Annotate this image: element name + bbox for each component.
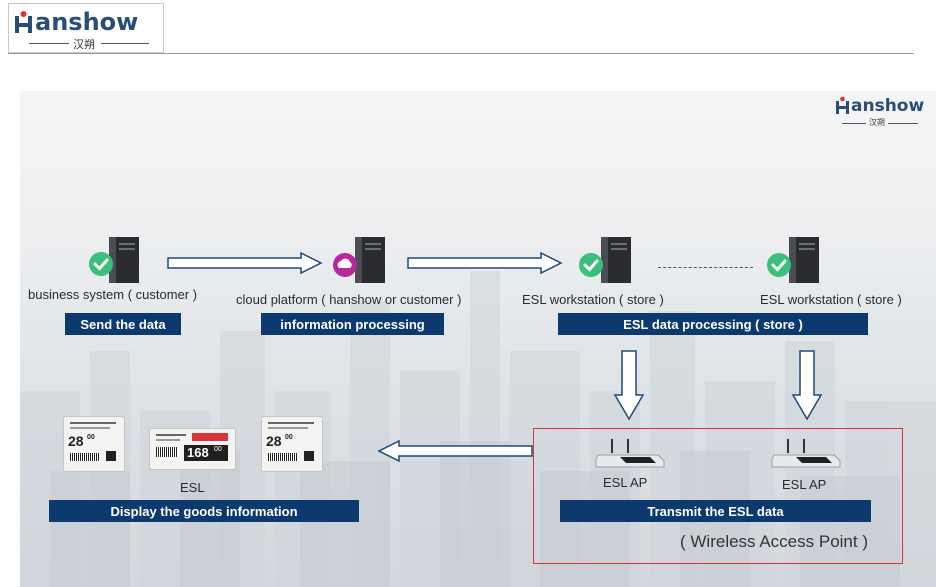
business-system-label: business system ( customer ) <box>28 287 198 302</box>
esl-ap-1-icon <box>595 439 665 468</box>
display-goods-information-bar: Display the goods information <box>49 500 359 522</box>
arrow-down-1-icon <box>613 350 645 421</box>
esl-left-barcode <box>70 453 100 461</box>
business-server-icon <box>89 237 139 283</box>
esl-middle-red-banner <box>192 433 228 441</box>
cloud-server-icon <box>333 237 385 283</box>
cloud-platform-label: cloud platform ( hanshow or customer ) <box>236 292 462 307</box>
transmit-esl-data-bar: Transmit the ESL data <box>560 500 871 522</box>
esl-middle-price-panel: 168 00 <box>184 445 228 461</box>
esl-left-qr <box>106 451 116 461</box>
esl-right-barcode <box>268 453 298 461</box>
send-the-data-bar: Send the data <box>65 313 181 335</box>
esl-middle-price-decimal: 00 <box>214 446 222 453</box>
esl-tag-right: 28 00 <box>261 416 323 472</box>
access-point-group-box <box>533 428 903 564</box>
header-divider <box>8 53 914 54</box>
esl-left-price-decimal: 00 <box>87 434 95 441</box>
logo-rule-left <box>29 43 69 44</box>
esl-ap-2-icon <box>771 439 841 468</box>
esl-workstation-1-icon <box>579 237 631 283</box>
slide-logo-rule-left <box>842 123 866 124</box>
slide-logo-rule-right <box>888 123 918 124</box>
logo-h-icon <box>15 11 32 33</box>
esl-workstation-2-icon <box>767 237 819 283</box>
logo-wordmark: anshow <box>35 8 139 36</box>
workstation-link-dashed <box>658 267 753 268</box>
esl-ap-1-label: ESL AP <box>603 475 648 490</box>
logo-rule-right <box>101 43 149 44</box>
arrow-right-2-icon <box>407 251 563 275</box>
slide-logo-h-icon <box>836 96 849 114</box>
esl-ap-2-label: ESL AP <box>782 477 827 492</box>
esl-middle-barcode <box>156 447 178 457</box>
esl-tag-middle: 168 00 <box>149 428 236 470</box>
slide-logo-subtitle: 汉朔 <box>869 118 885 127</box>
information-processing-bar: information processing <box>261 313 444 335</box>
slide-logo-wordmark: anshow <box>851 96 925 116</box>
esl-right-price: 28 <box>266 433 282 449</box>
esl-tag-left: 28 00 <box>63 416 125 472</box>
wireless-access-point-note: ( Wireless Access Point ) <box>680 532 868 551</box>
esl-workstation-1-label: ESL workstation ( store ) <box>522 292 664 307</box>
esl-data-processing-bar: ESL data processing ( store ) <box>558 313 868 335</box>
logo-subtitle: 汉朔 <box>73 38 95 51</box>
esl-left-price: 28 <box>68 433 84 449</box>
arrow-right-1-icon <box>167 251 323 275</box>
esl-middle-price: 168 <box>187 445 209 460</box>
esl-workstation-2-label: ESL workstation ( store ) <box>760 292 902 307</box>
header-logo: anshow 汉朔 <box>8 3 164 53</box>
arrow-down-2-icon <box>791 350 823 421</box>
diagram-slide: anshow 汉朔 business system ( customer ) S… <box>20 91 936 587</box>
esl-label: ESL <box>180 480 205 495</box>
arrow-left-icon <box>377 439 533 463</box>
esl-right-price-decimal: 00 <box>285 434 293 441</box>
esl-right-qr <box>304 451 314 461</box>
